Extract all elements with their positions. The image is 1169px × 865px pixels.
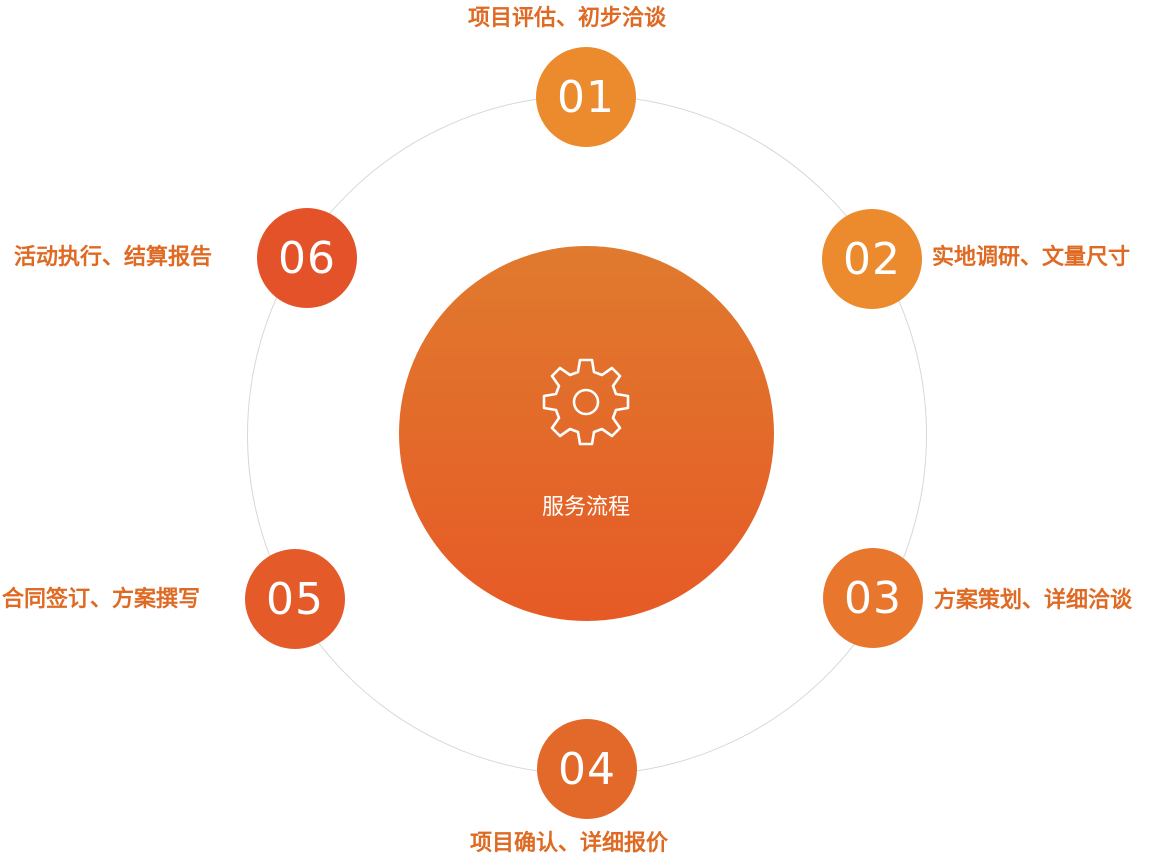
- step-number: 05: [266, 573, 324, 625]
- center-label: 服务流程: [541, 495, 630, 520]
- step-node-05: 05: [245, 549, 345, 649]
- step-node-03: 03: [823, 548, 923, 648]
- step-number: 04: [558, 743, 616, 795]
- step-node-01: 01: [536, 47, 636, 147]
- step-label-05: 合同签订、方案撰写: [2, 587, 201, 612]
- center-disc: [399, 246, 774, 621]
- gear-icon: [542, 358, 630, 446]
- step-label-02: 实地调研、文量尺寸: [932, 245, 1131, 270]
- step-label-03: 方案策划、详细洽谈: [934, 588, 1133, 613]
- step-label-06: 活动执行、结算报告: [14, 245, 213, 270]
- step-node-02: 02: [822, 209, 922, 309]
- step-number: 03: [844, 572, 902, 624]
- step-node-06: 06: [257, 208, 357, 308]
- step-label-01: 项目评估、初步洽谈: [468, 6, 667, 31]
- step-node-04: 04: [537, 719, 637, 819]
- step-label-04: 项目确认、详细报价: [470, 831, 669, 856]
- step-number: 06: [278, 232, 336, 284]
- step-number: 02: [843, 233, 901, 285]
- step-number: 01: [557, 71, 615, 123]
